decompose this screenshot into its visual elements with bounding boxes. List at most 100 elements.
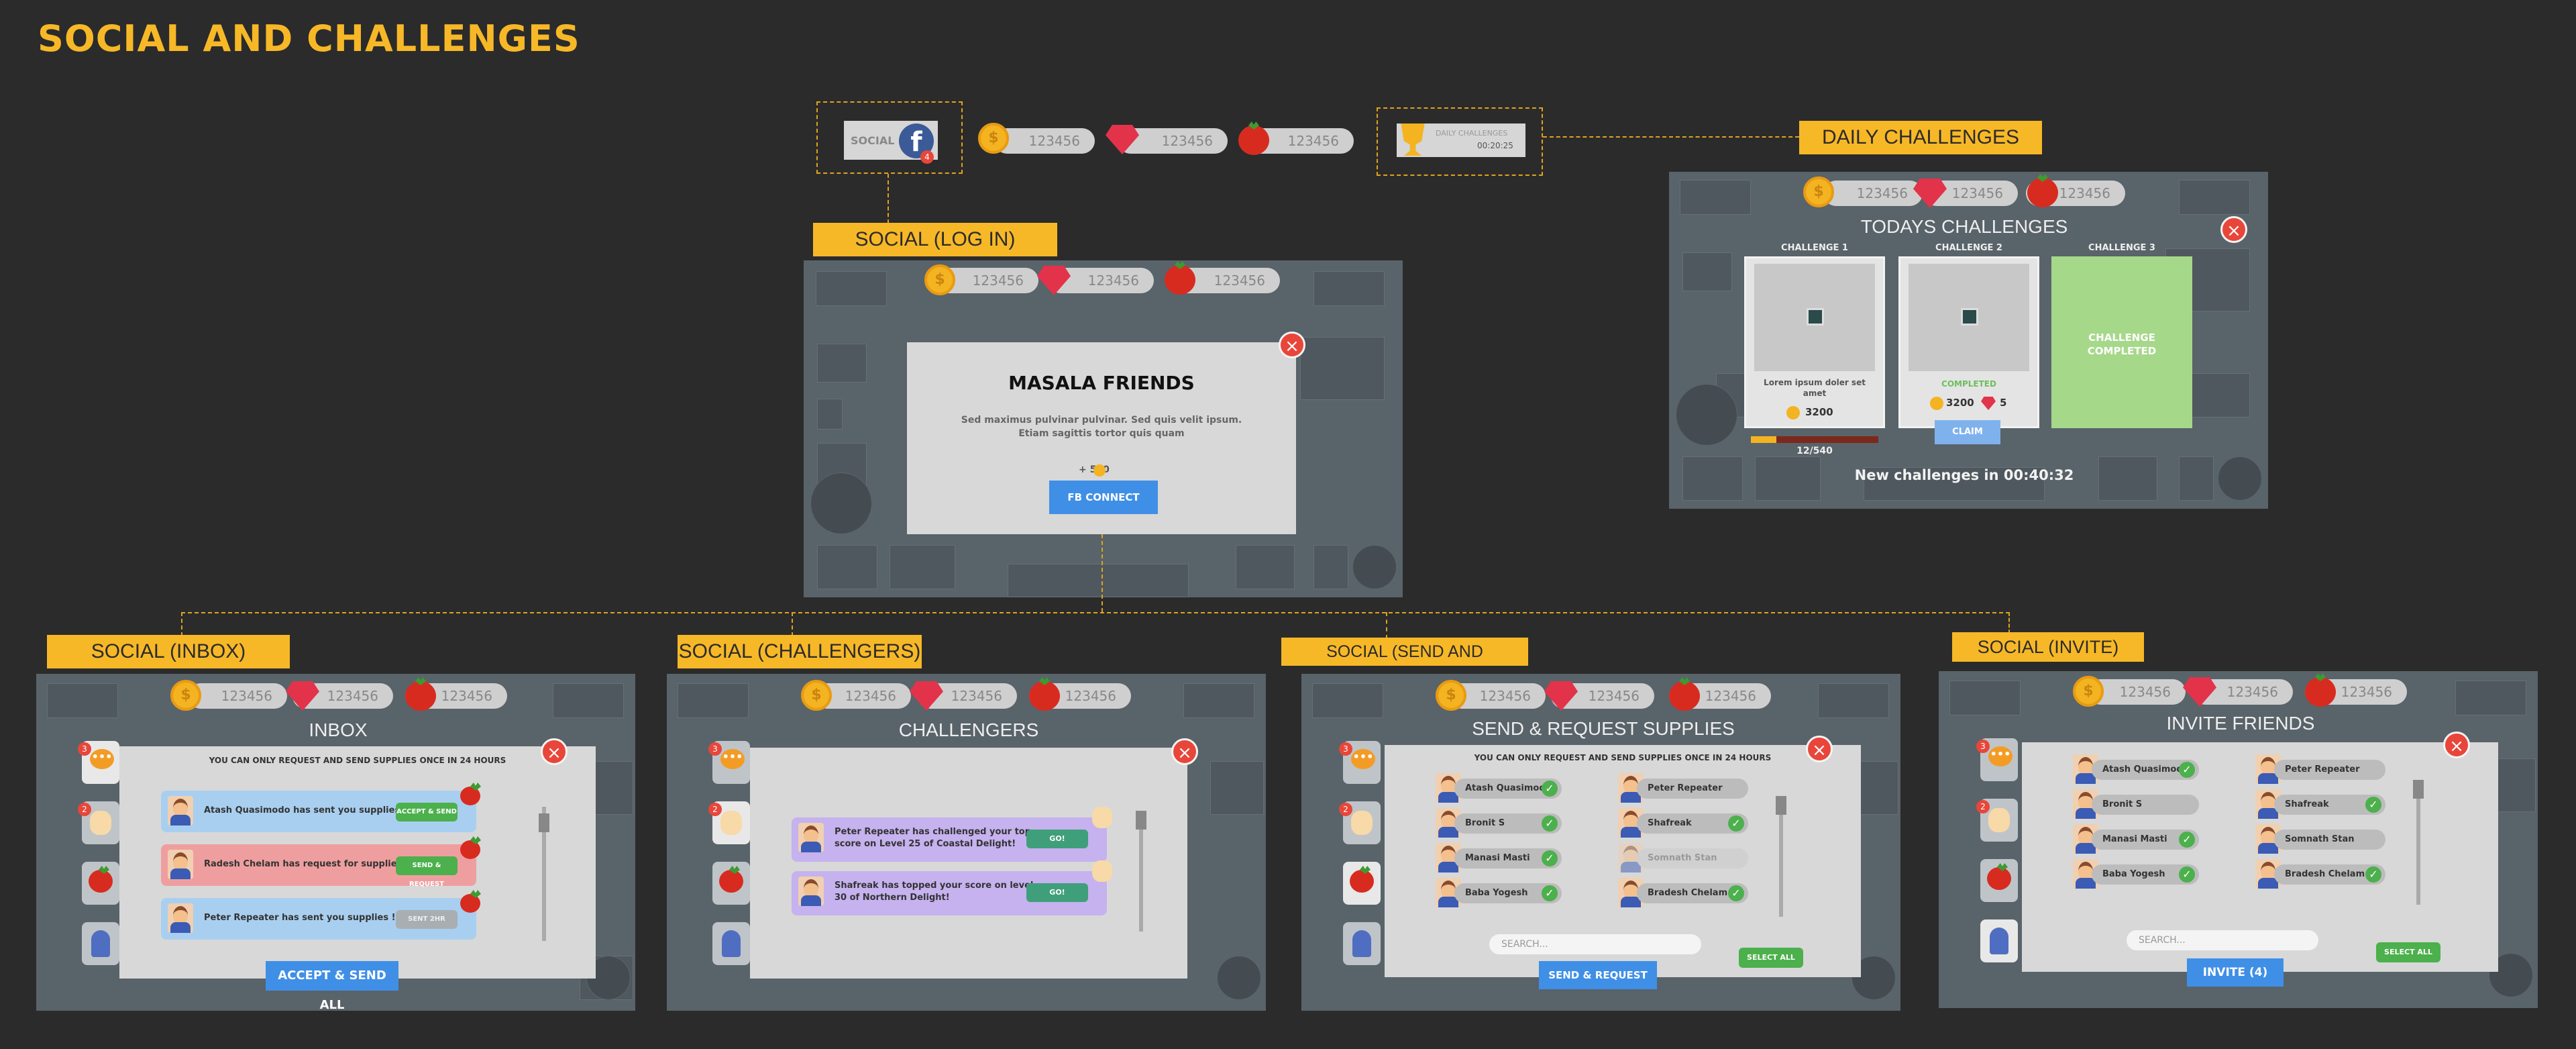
- challenge3-status-line1: CHALLENGE: [2088, 332, 2155, 344]
- inbox-badge: 3: [78, 742, 91, 756]
- scrollbar[interactable]: [1776, 796, 1786, 917]
- friend-name[interactable]: Baba Yogesh: [2092, 864, 2199, 885]
- connector-line: [1102, 534, 1103, 612]
- tab-invite[interactable]: [82, 922, 119, 965]
- check-icon[interactable]: ✓: [1542, 885, 1558, 901]
- tag-social-login: SOCIAL (LOG IN): [813, 223, 1057, 256]
- check-icon[interactable]: ✓: [1728, 885, 1744, 901]
- close-icon[interactable]: ×: [1171, 738, 1198, 765]
- challenge2-card[interactable]: COMPLETED 3200 5: [1898, 256, 2039, 428]
- send-request-button[interactable]: SEND & REQUEST: [396, 856, 458, 888]
- page-title: SOCIAL AND CHALLENGES: [38, 17, 580, 60]
- select-all-button[interactable]: SELECT ALL: [2376, 942, 2440, 962]
- tab-inbox[interactable]: •••: [82, 741, 119, 784]
- trophy-icon: [1401, 123, 1425, 156]
- image-placeholder-icon: [1754, 264, 1875, 371]
- close-icon[interactable]: ×: [2443, 732, 2470, 758]
- person-icon: [1352, 930, 1371, 957]
- check-icon[interactable]: ✓: [1542, 781, 1558, 797]
- daily-button-timer: 00:20:25: [1477, 141, 1513, 150]
- check-icon[interactable]: ✓: [1542, 815, 1558, 832]
- check-icon[interactable]: ✓: [2365, 866, 2381, 883]
- tomato-icon: [1350, 870, 1374, 893]
- tab-invite[interactable]: [1980, 919, 2018, 962]
- tomato-icon: [405, 681, 436, 711]
- invite-button[interactable]: INVITE (4): [2187, 958, 2284, 987]
- scrollbar[interactable]: [2413, 780, 2424, 905]
- tag-daily-challenges: DAILY CHALLENGES: [1799, 121, 2042, 154]
- challenge1-progress-bar: [1751, 436, 1878, 443]
- person-icon: [1990, 928, 2008, 954]
- tab-inbox[interactable]: •••: [1343, 741, 1381, 784]
- challengers-dialog: Peter Repeater has challenged your top s…: [750, 748, 1187, 979]
- message-text: Radesh Chelam has request for supplies !: [204, 859, 409, 869]
- hand-icon: [1092, 807, 1112, 828]
- tab-invite[interactable]: [1343, 922, 1381, 965]
- check-icon[interactable]: ✓: [2179, 866, 2195, 883]
- friend-name[interactable]: Bronit S: [2092, 795, 2199, 815]
- avatar: [2073, 789, 2098, 819]
- close-icon[interactable]: ×: [1806, 736, 1833, 762]
- login-screen: 123456 $ 123456 123456 MASALA FRIENDS Se…: [804, 260, 1403, 597]
- dialog-body-line1: Sed maximus pulvinar pulvinar. Sed quis …: [961, 415, 1242, 426]
- inbox-note: YOU CAN ONLY REQUEST AND SEND SUPPLIES O…: [209, 756, 506, 765]
- avatar: [798, 823, 824, 852]
- go-button[interactable]: GO!: [1026, 830, 1088, 848]
- coin-icon: $: [978, 123, 1009, 154]
- check-icon[interactable]: ✓: [2179, 762, 2195, 778]
- close-icon[interactable]: ×: [541, 738, 568, 765]
- tag-social-invite: SOCIAL (INVITE): [1952, 632, 2144, 662]
- friend-name[interactable]: Somnath Stan: [2274, 830, 2385, 850]
- daily-challenges-screen: 123456 $ 123456 123456 TODAYS CHALLENGES…: [1669, 172, 2268, 509]
- connector-line: [792, 612, 793, 636]
- avatar: [168, 850, 193, 879]
- scrollbar[interactable]: [539, 807, 549, 941]
- image-placeholder-icon: [1909, 264, 2029, 371]
- challenge1-card[interactable]: Lorem ipsum doler set amet 3200: [1744, 256, 1885, 428]
- send-title: SEND & REQUEST SUPPLIES: [1472, 718, 1735, 739]
- friend-name[interactable]: Peter Repeater: [2274, 760, 2385, 780]
- send-request-button[interactable]: SEND & REQUEST: [1539, 961, 1657, 989]
- scrollbar[interactable]: [1136, 811, 1146, 932]
- coin-icon: $: [1803, 177, 1834, 207]
- check-icon[interactable]: ✓: [1728, 815, 1744, 832]
- tab-invite[interactable]: [712, 922, 750, 965]
- tab-send[interactable]: [712, 862, 750, 905]
- search-input[interactable]: SEARCH...: [2127, 930, 2318, 950]
- avatar: [2073, 754, 2098, 784]
- tab-send[interactable]: [82, 862, 119, 905]
- check-icon[interactable]: ✓: [1542, 850, 1558, 866]
- avatar: [798, 877, 824, 906]
- challengers-badge: 2: [708, 803, 722, 816]
- friend-name[interactable]: Shafreak: [1637, 813, 1748, 834]
- friend-name[interactable]: Peter Repeater: [1637, 779, 1748, 799]
- close-icon[interactable]: ×: [2220, 216, 2247, 243]
- accept-send-button[interactable]: ACCEPT & SEND: [396, 803, 458, 821]
- hand-icon: [1351, 811, 1373, 835]
- select-all-button[interactable]: SELECT ALL: [1739, 948, 1803, 968]
- fb-connect-button[interactable]: FB CONNECT: [1049, 481, 1158, 514]
- tab-inbox[interactable]: •••: [712, 741, 750, 784]
- message-text: Peter Repeater has sent you supplies !: [204, 913, 396, 923]
- tomato-icon: [2305, 677, 2336, 707]
- chat-icon: •••: [1988, 746, 2012, 766]
- close-icon[interactable]: ×: [1279, 332, 1305, 358]
- social-button-label: SOCIAL: [851, 134, 895, 147]
- check-icon[interactable]: ✓: [2365, 797, 2381, 813]
- check-icon[interactable]: ✓: [2179, 832, 2195, 848]
- tag-social-send: SOCIAL (SEND AND REQUEST): [1281, 638, 1528, 689]
- claim-button[interactable]: CLAIM: [1935, 420, 2000, 444]
- daily-challenges-button[interactable]: DAILY CHALLENGES 00:20:25: [1397, 123, 1525, 157]
- inbox-badge: 3: [708, 742, 722, 756]
- invite-dialog: Atash Quasimodo ✓ Bronit S Manasi Masti …: [2022, 742, 2498, 972]
- accept-send-all-button[interactable]: ACCEPT & SEND ALL: [266, 961, 398, 1011]
- search-input[interactable]: SEARCH...: [1489, 934, 1701, 954]
- social-button[interactable]: SOCIAL f 4: [844, 121, 938, 164]
- tab-send[interactable]: [1343, 862, 1381, 905]
- coin-icon: $: [924, 264, 955, 295]
- challenge3-card[interactable]: CHALLENGE COMPLETED: [2051, 256, 2192, 428]
- go-button[interactable]: GO!: [1026, 883, 1088, 902]
- tomato-icon: [460, 787, 480, 805]
- tab-send[interactable]: [1980, 859, 2018, 902]
- coin-icon: $: [1436, 680, 1466, 711]
